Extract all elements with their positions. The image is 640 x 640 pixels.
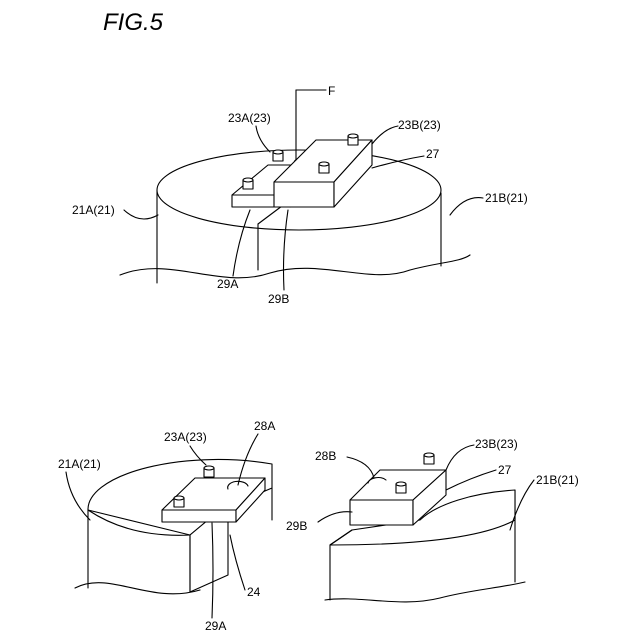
pin-icon <box>319 162 329 173</box>
label-cyl-a: 21A(21) <box>72 203 115 217</box>
label-jaw-a: 23A(23) <box>228 111 271 125</box>
separated-half-b: 28B 23B(23) 27 21B(21) 29B <box>286 437 579 602</box>
label-notch-a: 28A <box>254 419 275 433</box>
label-cyl-b-sep: 21B(21) <box>536 473 579 487</box>
pin-icon <box>243 178 253 189</box>
label-edge-a: 29A <box>217 277 238 291</box>
label-force: F <box>328 84 335 98</box>
label-cyl-a-sep: 21A(21) <box>58 457 101 471</box>
separated-half-a: 23A(23) 28A 21A(21) 24 29A <box>58 419 275 633</box>
label-gap: 24 <box>247 585 261 599</box>
pin-icon <box>174 496 184 507</box>
label-part-27-sep: 27 <box>498 463 512 477</box>
pin-icon <box>348 134 358 145</box>
label-jaw-b-sep: 23B(23) <box>475 437 518 451</box>
label-notch-b: 28B <box>315 449 336 463</box>
pin-icon <box>204 466 214 477</box>
pin-icon <box>424 453 434 464</box>
pin-icon <box>273 150 283 161</box>
label-jaw-b: 23B(23) <box>398 118 441 132</box>
label-part-27: 27 <box>426 147 440 161</box>
pin-icon <box>396 482 406 493</box>
label-cyl-b: 21B(21) <box>485 191 528 205</box>
figure-title: FIG.5 <box>103 9 164 36</box>
label-jaw-a-sep: 23A(23) <box>164 430 207 444</box>
label-edge-a-sep: 29A <box>205 619 226 633</box>
label-edge-b: 29B <box>268 292 289 306</box>
assembled-view: F 23A(23) 23B(23) 27 21A(21) 21B(21) 29A… <box>72 84 528 306</box>
label-edge-b-sep: 29B <box>286 519 307 533</box>
